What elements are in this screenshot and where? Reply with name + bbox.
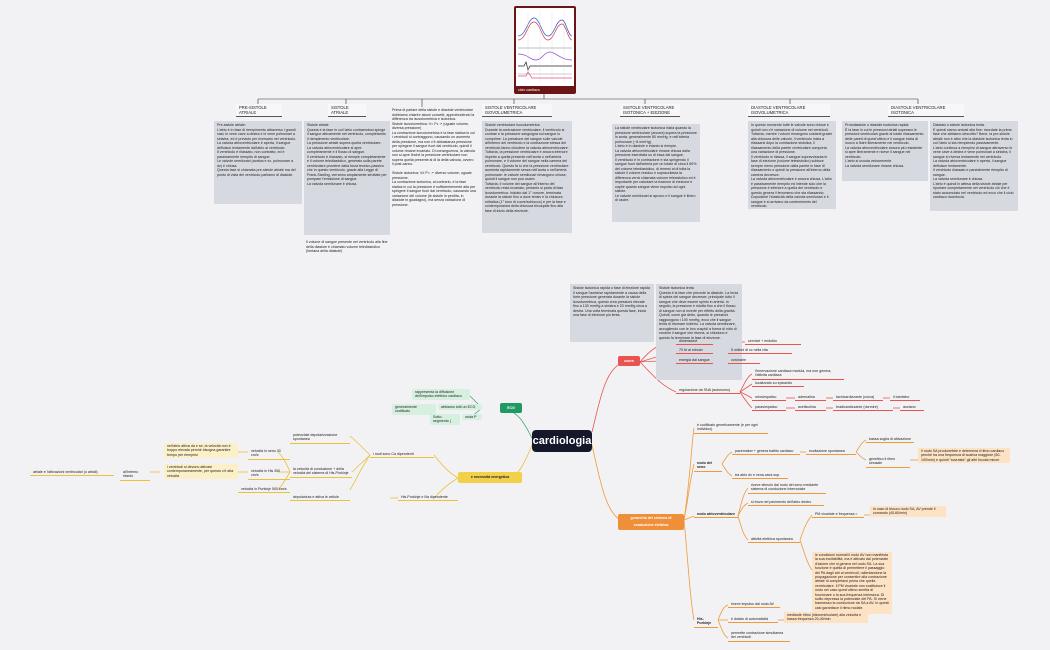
ecg-tutti[interactable]: abbiamo tutti un ECG (438, 404, 482, 411)
velocita-seno[interactable]: velocità in seno 30 cm/s (248, 448, 290, 460)
nodo-av[interactable]: nodo atrioventricolare (694, 511, 738, 519)
ecg-diffusione[interactable]: rappresenta la diffusione dell'impulso e… (412, 389, 470, 400)
header-diastole-isovolumetrica[interactable]: DIASTOLE VENTRICOLARE ISOVOLUMETRICA (748, 104, 830, 117)
branch-gerarchia[interactable]: gerarchia del sistema di conduzione elet… (618, 514, 684, 530)
his-purkinje-automaticita[interactable]: è dotato di automaticità (728, 616, 778, 624)
ecg-segmento[interactable]: Sotto-segmento ( (430, 414, 460, 425)
nodo-av-blocco: in caso di blocco nodo SA, AV prende il … (870, 506, 946, 517)
necessita-velocita-conduzione[interactable]: la velocità di conduzione + della veloci… (290, 466, 352, 478)
cuore-frequenza-value[interactable]: 5 milioni di cc nella vita (728, 347, 792, 355)
his-purkinje-contrazione[interactable]: permette contrazione simultanea dei vent… (728, 630, 790, 642)
branch-ecg[interactable]: ECG (500, 403, 522, 413)
cuore-regolazione[interactable]: regolazione da SNA (autonomo) (676, 387, 740, 395)
note-isovolumetrica: Sistole ventricolare isovolumetrica: Dur… (482, 121, 572, 233)
ritardo[interactable]: all'interno ritardo (120, 469, 150, 481)
header-sistole-isovolumetrica[interactable]: SISTOLE VENTRICOLARE ISOVOLUMETRICA (482, 104, 552, 117)
nodo-seno-soglia[interactable]: bassa soglia di attivazione (866, 436, 914, 444)
gerarchia-codificato[interactable]: è codificato geneticamente (e per ogni i… (694, 422, 768, 434)
nodo-av-attivita[interactable]: attività elettrica spontanea (748, 536, 800, 544)
his-purkinje[interactable]: His-Purkinje (694, 616, 718, 628)
his-purkinje-impulso[interactable]: riceve impulso dal nodo AV (728, 601, 780, 609)
cuore-regolazione-innervazione[interactable]: l'innervazione cardiaca modula, ma non g… (752, 368, 844, 380)
necessita-nodi-ca[interactable]: i nodi sono Ca dipendenti (370, 451, 434, 459)
note-sistole-atriale: Sistole atriale Questa è la fase in cui … (304, 121, 390, 235)
his-purkinje-ritmo: mediante ritmo (idioventricolare) alla v… (784, 612, 868, 623)
center-node-cardiologia[interactable]: cardiologia (532, 430, 592, 452)
note-eiezione-rapida: Sistole isotonica rapida o fase di eiezi… (570, 284, 654, 342)
nodo-seno-ritmo[interactable]: genettico il ritmo sinusale (866, 456, 910, 468)
cuore-dimensione-value[interactable]: cervicei + endotlio (745, 338, 801, 346)
nodo-seno-note: Il nodo SA produrrebbe e determina il ri… (918, 448, 1010, 464)
velocita-his[interactable]: velocità in His 350 cm/s (248, 468, 290, 480)
note-eiezione-lenta: Sistole isotonica lenta Questa è la fase… (656, 284, 742, 380)
necessita-his-purkinje-na[interactable]: His-Purkinje e Na dipendente (398, 494, 458, 502)
nodo-av-pm-vicariale[interactable]: PM vicariale e frequenza ≈ (812, 511, 864, 519)
nodo-seno-eccitazione[interactable]: eccitazione spontanea (806, 448, 856, 456)
nodo-seno-pacemaker[interactable]: pacemaker + genera battito cardiaco (732, 448, 800, 456)
necessita-attiva-cellule[interactable]: depolarizza e attiva le cellule (290, 494, 350, 502)
cuore-parasimpatico-acetilcolina[interactable]: acetilcolina (795, 404, 826, 412)
cuore-parasimpatico-effetto[interactable]: bradicardizzante (dormire) (833, 404, 893, 412)
image-caption: ciclo cardiaco (518, 88, 540, 92)
note-protodiastole: Protodiastole o diastole isotonica rapid… (842, 121, 928, 181)
ecg-onda-p[interactable]: onda P (462, 414, 482, 421)
header-sistole-isotonica[interactable]: SISTOLE VENTRICOLARE ISOTONICA + EIEZION… (620, 104, 680, 117)
header-diastole-isotonica[interactable]: DIASTOLE VENTRICOLARE ISOTONICA (888, 104, 964, 117)
cuore-ortosimpatico[interactable]: ortosimpatico (752, 394, 786, 402)
nodo-av-note: le condizioni normali il nodo AV non man… (812, 552, 892, 614)
cuore-ortosimpatico-effetto[interactable]: tachicardizzante (curva) (833, 394, 883, 402)
velocita-purkinje[interactable]: velocità in Purkinje 500 km/s (238, 486, 290, 494)
cuore-regolazione-epicardio[interactable]: localizzato su epicardio (752, 380, 804, 388)
header-sistole-atriale[interactable]: SISTOLE ATRIALE (328, 104, 366, 117)
atriale-ventricolare[interactable]: atriale e l'attivazioni ventricolari (o … (30, 469, 114, 477)
cuore-dimensione[interactable]: dimensione (676, 338, 713, 346)
branch-cuore[interactable]: cuore (618, 356, 640, 366)
note-eiezione: La sistole ventricolare isotonica inizia… (612, 124, 700, 222)
nodo-seno-posizione[interactable]: tra atrio dx e vena cava sup. (732, 472, 788, 480)
nodo-av-stimolo[interactable]: riceve stimolo dal nodo del seno mediant… (748, 482, 826, 494)
branch-necessita-energetica[interactable]: e necessità energetica (458, 472, 522, 483)
ecg-codificato[interactable]: generalmente codificato (392, 404, 436, 415)
note-diastasi: Diastasi o sistole isotonica lenta. E qu… (930, 121, 1018, 211)
velocita-his-note: i ventricoli si devono attivare contempo… (164, 464, 238, 480)
velocita-seno-note: nell'atrio attiva da e se, la velocità n… (164, 443, 238, 459)
note-volume-telediastolico: Il volume di sangue presente nel ventric… (306, 240, 389, 253)
cuore-energia-value[interactable]: coronarie (728, 357, 760, 365)
cuore-ortosimpatico-esempio[interactable]: il bambino (890, 394, 920, 402)
cuore-parasimpatico[interactable]: parasimpatico (752, 404, 786, 412)
nodo-av-posizione[interactable]: si trova nel pavimento dell'atrio destro (748, 499, 824, 507)
cardiac-cycle-graph-icon (516, 8, 574, 86)
note-intro-isovolumetrica-isotonica: Prima di parlare della sistole e diastol… (392, 108, 476, 207)
header-presistole[interactable]: PRE-SISTOLE ATRIALE (236, 104, 282, 117)
cardiac-cycle-image: ciclo cardiaco (514, 6, 576, 94)
cuore-frequenza[interactable]: 70 bt al minuto (676, 347, 713, 355)
note-presistole: Pre-sistole atriale: L'atrio è in fase d… (214, 121, 302, 204)
necessita-depolarizzazione[interactable]: potenziale depolarizzazione spontanea (290, 432, 350, 444)
cuore-energia[interactable]: energia dal sangue (676, 357, 713, 365)
cuore-ortosimpatico-adrenalina[interactable]: adrenalina (795, 394, 826, 402)
nodo-seno[interactable]: nodo del seno (694, 460, 722, 472)
cuore-parasimpatico-esempio[interactable]: anziano (900, 404, 924, 412)
note-diastole-isovolumetrica: In questo momento tutte le valvole sono … (748, 121, 836, 209)
